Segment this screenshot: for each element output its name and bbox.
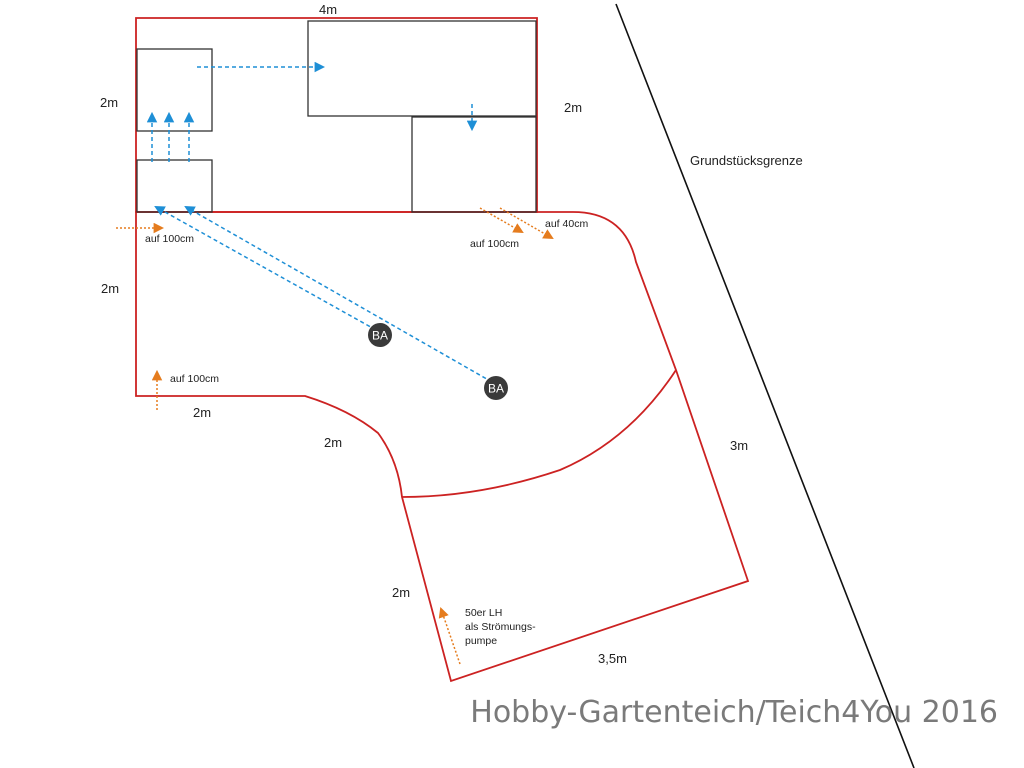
property-boundary-line <box>615 3 915 768</box>
pump-label-line3: pumpe <box>465 635 497 647</box>
drain-pipe-2 <box>184 205 493 383</box>
pump-label-line2: als Strömungs- <box>465 621 536 633</box>
dim-pond-diagonal-upper: 2m <box>324 435 342 450</box>
filter-chamber-bottom-left <box>136 159 213 213</box>
inflow-arrows <box>116 207 554 665</box>
dim-top-width: 4m <box>319 2 337 17</box>
outlet-40-label: auf 40cm <box>545 218 588 230</box>
pond-outline <box>135 211 750 683</box>
drain-pipe-1 <box>154 205 377 331</box>
bottom-drain-1: BA <box>368 323 392 347</box>
pump-label-line1: 50er LH <box>465 607 502 619</box>
dim-filter-left-height: 2m <box>100 95 118 110</box>
inlet-left-label: auf 100cm <box>145 233 194 245</box>
pump-arrow <box>438 607 461 665</box>
dim-pond-bottom-left: 2m <box>193 405 211 420</box>
filter-chamber-bottom-right <box>411 116 537 213</box>
property-line-label: Grundstücksgrenze <box>690 153 803 168</box>
outlet-arrow-100 <box>479 207 524 234</box>
dim-pond-diagonal-lower: 2m <box>392 585 410 600</box>
bottom-drain-2-label: BA <box>488 382 504 396</box>
filter-chamber-top-left <box>136 48 213 132</box>
dim-pond-right-side: 3m <box>730 438 748 453</box>
outlet-100-label: auf 100cm <box>470 238 519 250</box>
filter-area-outline <box>135 17 538 213</box>
water-flow-arrows <box>146 61 493 383</box>
filter-chamber-top-right <box>307 20 537 117</box>
dim-filter-right-height: 2m <box>564 100 582 115</box>
dim-pond-bottom: 3,5m <box>598 651 627 666</box>
bottom-drain-1-label: BA <box>372 329 388 343</box>
dim-pond-left-side: 2m <box>101 281 119 296</box>
bottom-drain-2: BA <box>484 376 508 400</box>
inlet-bottom-left-label: auf 100cm <box>170 373 219 385</box>
watermark-text: Hobby-Gartenteich/Teich4You 2016 <box>470 695 998 730</box>
pond-zone-divider <box>401 369 677 498</box>
